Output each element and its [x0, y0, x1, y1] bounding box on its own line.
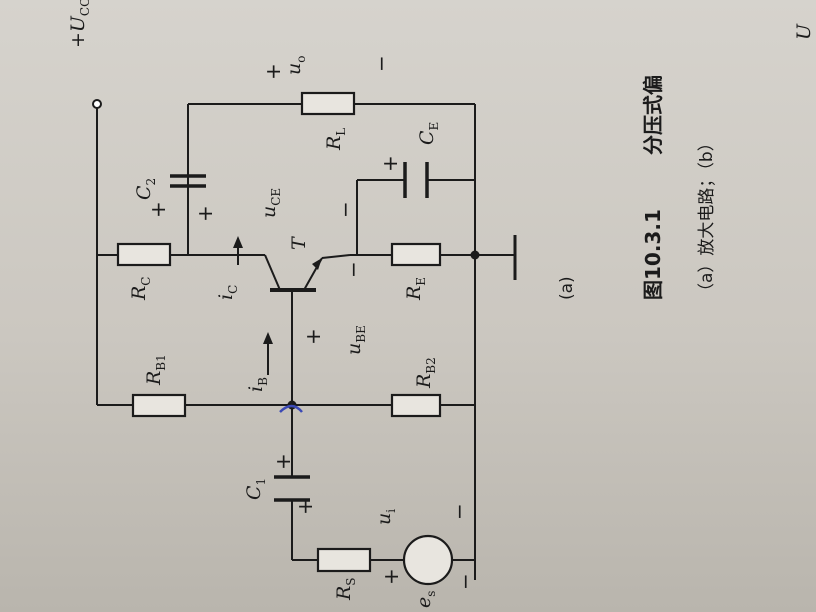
- label-rc: RC: [128, 277, 153, 302]
- label-ucc: +UCC: [67, 0, 92, 48]
- svg-text:C2: C2: [133, 178, 158, 200]
- resistor-rb1: [131, 393, 187, 418]
- resistor-rb2: [390, 393, 442, 418]
- svg-text:es: es: [413, 591, 438, 608]
- ib-arrow: [263, 332, 273, 375]
- label-uo: uo: [283, 56, 308, 75]
- figure-title: 分压式偏: [641, 75, 665, 155]
- svg-text:ui: ui: [373, 509, 398, 525]
- label-rb1: RB1: [143, 354, 168, 386]
- label-rl: RL: [323, 128, 348, 151]
- label-uce: uCE: [258, 188, 283, 218]
- label-ce: CE: [416, 122, 441, 145]
- label-re: RE: [403, 277, 428, 301]
- svg-text:uBE: uBE: [343, 325, 368, 355]
- svg-text:RL: RL: [323, 128, 348, 151]
- svg-text:RB2: RB2: [413, 357, 438, 389]
- uo-minus: −: [369, 55, 393, 72]
- svg-text:uCE: uCE: [258, 188, 283, 218]
- ube-plus: +: [301, 328, 325, 345]
- capacitor-c2: [170, 104, 206, 188]
- figure-number: 图10.3.1: [641, 209, 665, 300]
- ui-plus: +: [293, 498, 317, 515]
- pen-mark-base: [279, 404, 303, 413]
- svg-text:RS: RS: [333, 577, 358, 601]
- uo-plus: +: [261, 63, 285, 80]
- svg-text:uo: uo: [283, 56, 308, 75]
- es-plus: +: [379, 568, 403, 585]
- svg-text:iB: iB: [245, 377, 270, 392]
- c2-plus-lower: +: [193, 205, 217, 222]
- subfigure-label-a: (a): [557, 276, 577, 300]
- es-minus: −: [453, 573, 477, 590]
- ce-plus: +: [378, 155, 402, 172]
- label-ube: uBE: [343, 325, 368, 355]
- voltage-source-es: [402, 534, 454, 586]
- label-ui: ui: [373, 509, 398, 525]
- label-es: es: [413, 591, 438, 608]
- label-c2: C2: [133, 178, 158, 200]
- resistor-rc: [116, 242, 172, 267]
- c2-plus: +: [146, 201, 170, 218]
- wires: [92, 99, 517, 580]
- label-ib: iB: [245, 377, 270, 392]
- ui-minus: −: [447, 503, 471, 520]
- resistor-rl: [300, 91, 356, 116]
- svg-text:RE: RE: [403, 277, 428, 301]
- c1-plus: +: [271, 453, 295, 470]
- svg-text:+UCC: +UCC: [67, 0, 92, 48]
- capacitor-c1: [274, 475, 310, 502]
- resistor-rs: [316, 547, 372, 573]
- label-rs: RS: [333, 577, 358, 601]
- svg-text:RC: RC: [128, 277, 153, 302]
- svg-text:iC: iC: [215, 285, 240, 300]
- label-rb2: RB2: [413, 357, 438, 389]
- ucc-terminal: [92, 99, 102, 109]
- capacitor-ce: [403, 162, 429, 198]
- ic-arrow: [233, 236, 243, 265]
- svg-text:C1: C1: [243, 478, 268, 500]
- uce-minus: −: [333, 201, 357, 218]
- svg-text:RB1: RB1: [143, 354, 168, 386]
- label-t: T: [288, 236, 310, 250]
- ube-minus: −: [341, 261, 365, 278]
- label-ic: iC: [215, 285, 240, 300]
- transistor-t: [264, 254, 351, 292]
- corner-text: U: [793, 23, 815, 40]
- resistor-re: [390, 242, 442, 267]
- figure-subcaption: （a）放大电路；（b）: [697, 134, 717, 300]
- svg-text:CE: CE: [416, 122, 441, 145]
- label-c1: C1: [243, 478, 268, 500]
